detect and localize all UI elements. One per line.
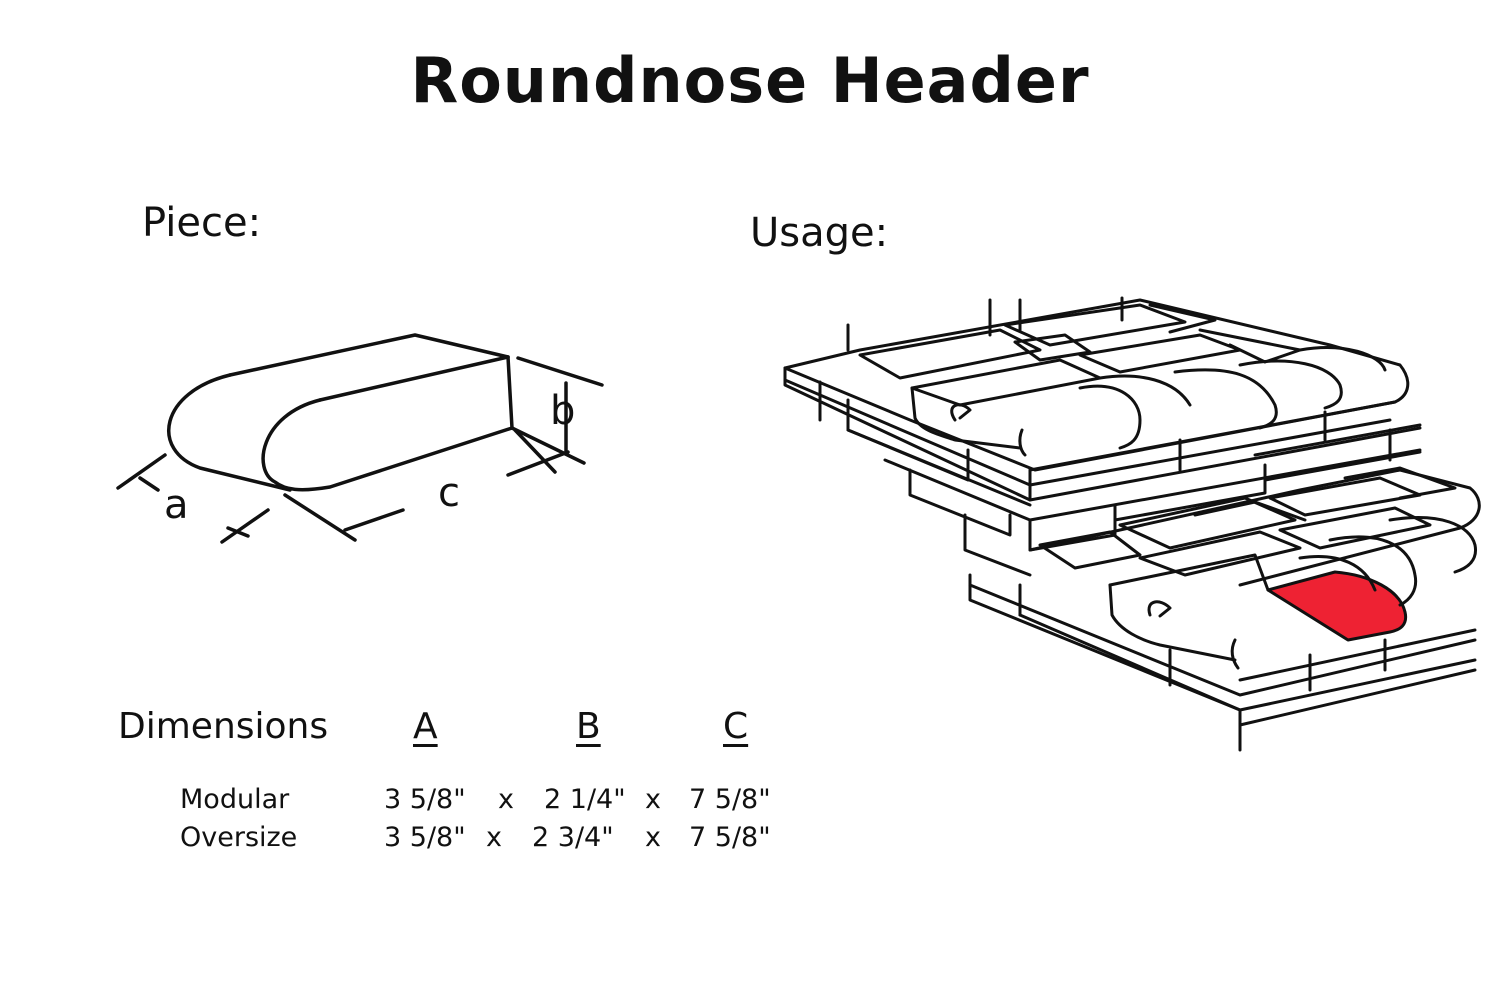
row-oversize-c: 7 5/8" [689, 822, 771, 853]
usage-label: Usage: [750, 210, 889, 256]
dim-b-line [510, 356, 604, 465]
row-oversize-sep2: x [645, 822, 661, 853]
lower-step-front [968, 573, 1242, 752]
column-c-header: C [723, 706, 749, 747]
dim-a-line [116, 453, 270, 544]
piece-right-edge [506, 355, 514, 430]
row-oversize-a: 3 5/8" [384, 822, 466, 853]
row-oversize-b: 2 3/4" [532, 822, 614, 853]
row-oversize-name: Oversize [180, 822, 298, 853]
row-modular-sep1: x [498, 784, 514, 815]
dim-c-label: c [438, 470, 460, 516]
row-modular-b: 2 1/4" [544, 784, 626, 815]
column-a-header: A [413, 706, 438, 747]
piece-label: Piece: [142, 200, 262, 246]
column-b-header: B [576, 706, 601, 747]
upper-step-front [783, 366, 1422, 502]
piece-left-end [167, 373, 292, 492]
row-modular-c: 7 5/8" [689, 784, 771, 815]
upper-nose-1 [910, 386, 1022, 450]
dim-b-label: b [550, 388, 576, 434]
page-title: Roundnose Header [410, 44, 1090, 117]
dim-c-line [283, 428, 570, 542]
dimensions-heading: Dimensions [118, 706, 329, 747]
highlight-brick [1266, 570, 1408, 642]
piece-top-edge [228, 333, 510, 377]
row-modular-name: Modular [180, 784, 290, 815]
lower-step-outline [1028, 468, 1481, 587]
row-oversize-sep1: x [486, 822, 502, 853]
row-modular-a: 3 5/8" [384, 784, 466, 815]
row-modular-sep2: x [645, 784, 661, 815]
dim-a-label: a [164, 482, 189, 528]
piece-front-end [261, 398, 514, 492]
piece-front-top [318, 355, 510, 402]
